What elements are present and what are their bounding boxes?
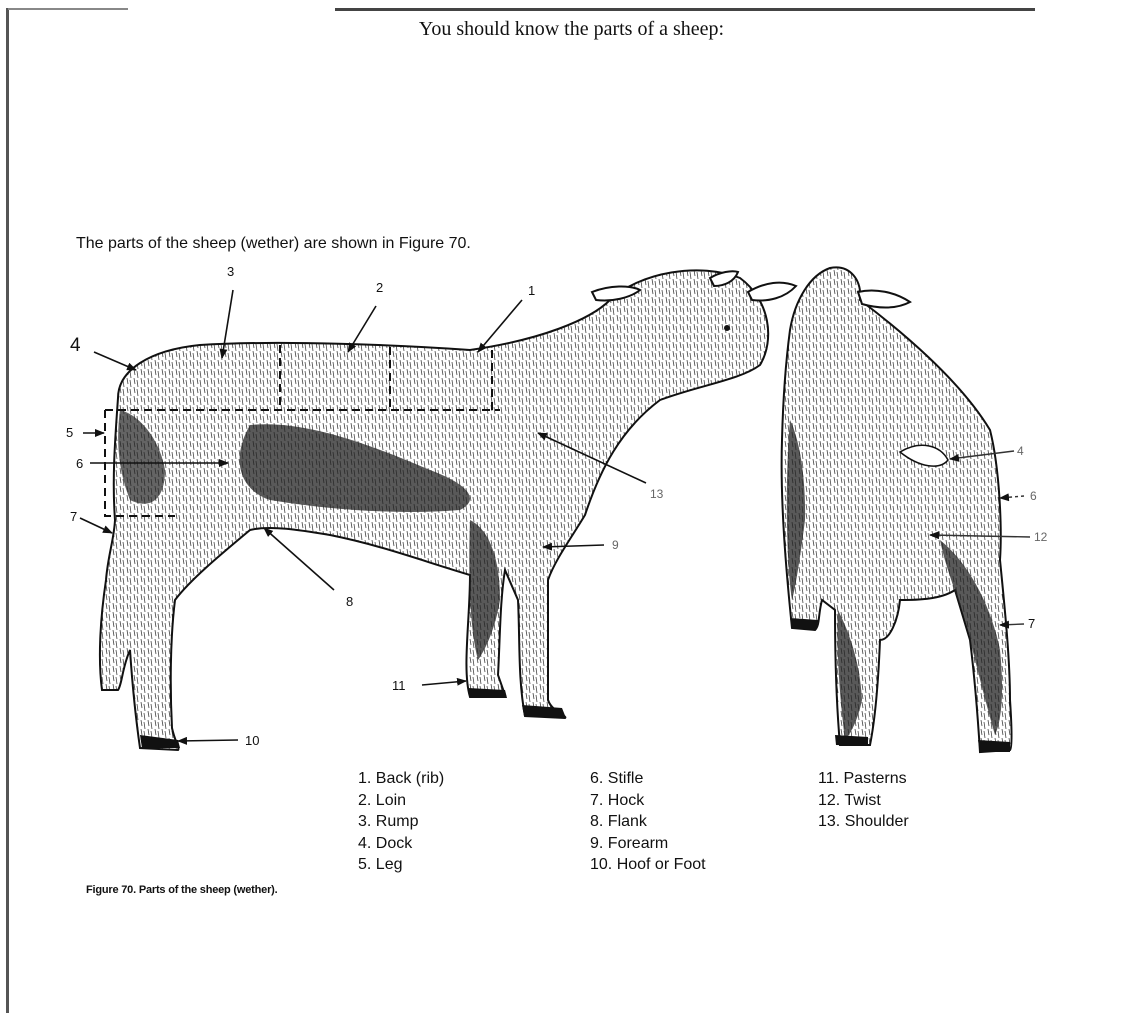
callout-label: 11 bbox=[392, 678, 406, 693]
callout-label: 6 bbox=[76, 456, 83, 471]
callout-arrow-rear-6 bbox=[1000, 496, 1024, 498]
legend-column: 1. Back (rib) 2. Loin 3. Rump 4. Dock 5.… bbox=[358, 768, 444, 876]
legend-item: 6. Stifle bbox=[590, 768, 706, 790]
callout-arrow-4 bbox=[94, 352, 136, 370]
sheep-rear-ear bbox=[858, 290, 910, 307]
legend-item: 3. Rump bbox=[358, 811, 444, 833]
callout-label: 2 bbox=[376, 280, 383, 295]
callout-arrow-10 bbox=[178, 740, 238, 741]
legend-item: 12. Twist bbox=[818, 790, 909, 812]
legend-item: 9. Forearm bbox=[590, 833, 706, 855]
callout-label: 6 bbox=[1030, 489, 1037, 503]
sheep-side-eye bbox=[724, 325, 730, 331]
callout-label: 4 bbox=[1017, 444, 1024, 458]
legend-item: 13. Shoulder bbox=[818, 811, 909, 833]
callout-label: 9 bbox=[612, 538, 619, 552]
sheep-side-view bbox=[100, 270, 768, 750]
sheep-rear-view bbox=[748, 267, 1012, 752]
legend-item: 10. Hoof or Foot bbox=[590, 854, 706, 876]
callout-label: 4 bbox=[70, 335, 81, 356]
legend-item: 11. Pasterns bbox=[818, 768, 909, 790]
callout-arrow-rear-7 bbox=[1000, 624, 1024, 625]
legend-item: 7. Hock bbox=[590, 790, 706, 812]
callout-label: 13 bbox=[650, 487, 664, 501]
callout-arrow-8 bbox=[264, 528, 334, 590]
figure-caption: Figure 70. Parts of the sheep (wether). bbox=[86, 884, 277, 896]
callout-arrow-11 bbox=[422, 681, 466, 685]
callout-label: 1 bbox=[528, 283, 535, 298]
callout-label: 5 bbox=[66, 425, 73, 440]
callout-label: 12 bbox=[1034, 530, 1048, 544]
callout-label: 10 bbox=[245, 733, 259, 748]
sheep-rear-ear bbox=[748, 283, 796, 301]
legend-item: 1. Back (rib) bbox=[358, 768, 444, 790]
callout-label: 7 bbox=[1028, 616, 1035, 631]
callout-label: 8 bbox=[346, 594, 353, 609]
legend-item: 2. Loin bbox=[358, 790, 444, 812]
callout-label: 7 bbox=[70, 509, 77, 524]
legend-item: 8. Flank bbox=[590, 811, 706, 833]
legend-item: 5. Leg bbox=[358, 854, 444, 876]
callout-label: 3 bbox=[227, 264, 234, 279]
legend-item: 4. Dock bbox=[358, 833, 444, 855]
callout-arrow-7 bbox=[80, 518, 112, 533]
sheep-side-hooves bbox=[140, 688, 566, 748]
legend-column: 6. Stifle 7. Hock 8. Flank 9. Forearm 10… bbox=[590, 768, 706, 876]
legend-column: 11. Pasterns 12. Twist 13. Shoulder bbox=[818, 768, 909, 833]
sheep-rear-body bbox=[782, 267, 1012, 752]
